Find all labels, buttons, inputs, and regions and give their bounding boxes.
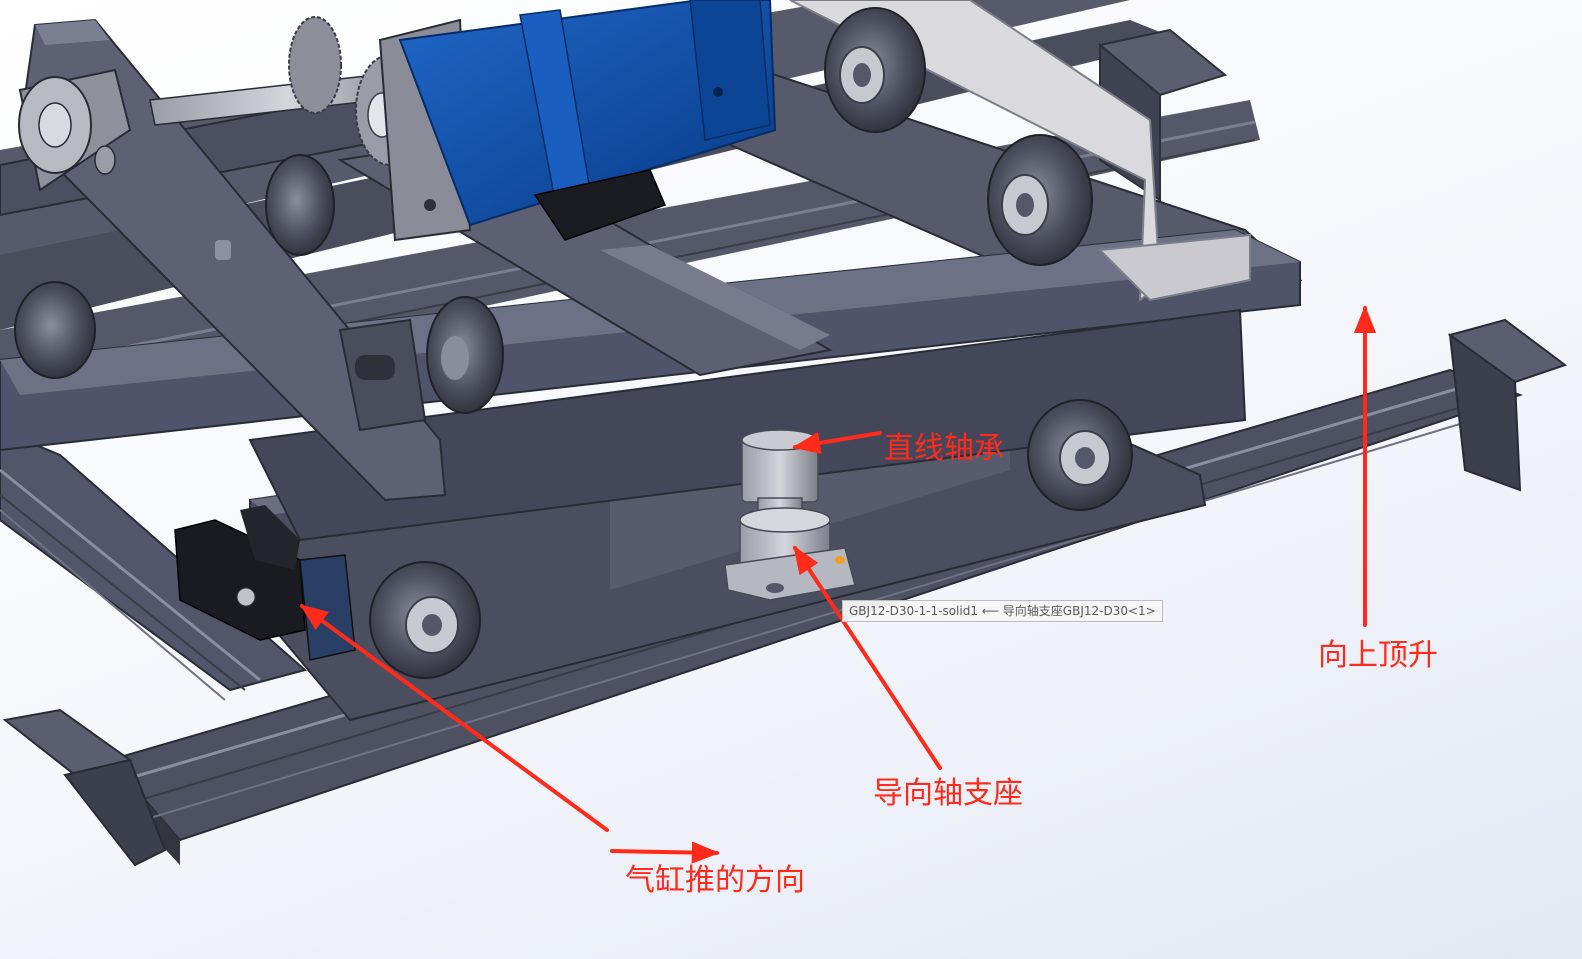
arrow-cylinder-push-direction (610, 841, 720, 864)
arrow-guide-shaft-support (793, 545, 942, 770)
guide-shaft-assembly (724, 429, 856, 601)
arrow-cylinder-bracket (299, 604, 609, 832)
wheel-lower-right (1027, 399, 1133, 511)
annotation-arrows (299, 305, 1377, 864)
label-lift-up: 向上顶升 (1318, 638, 1438, 673)
pillow-block-bearing (18, 68, 132, 192)
label-cylinder-push-direction: 气缸推的方向 (625, 863, 805, 898)
right-wheel-plate (789, 0, 1251, 303)
label-guide-shaft-support: 导向轴支座 (873, 776, 1023, 811)
wheel-lower-center (369, 561, 481, 679)
wheel-left-back (265, 154, 335, 256)
component-hover-tooltip: GBJ12-D30-1-1-solid1 ⟵ 导向轴支座GBJ12-D30<1> (842, 600, 1163, 622)
arrow-linear-bearing (792, 431, 882, 454)
wheel-top-right-1 (824, 7, 926, 133)
gear-motor (378, 0, 777, 242)
label-linear-bearing: 直线轴承 (884, 431, 1004, 466)
wheel-left-front (426, 296, 504, 414)
drive-shaft-assembly (18, 16, 426, 192)
v-groove-wheels (14, 7, 1133, 679)
wheel-far-left (14, 281, 96, 379)
wheel-top-right-2 (987, 134, 1093, 266)
